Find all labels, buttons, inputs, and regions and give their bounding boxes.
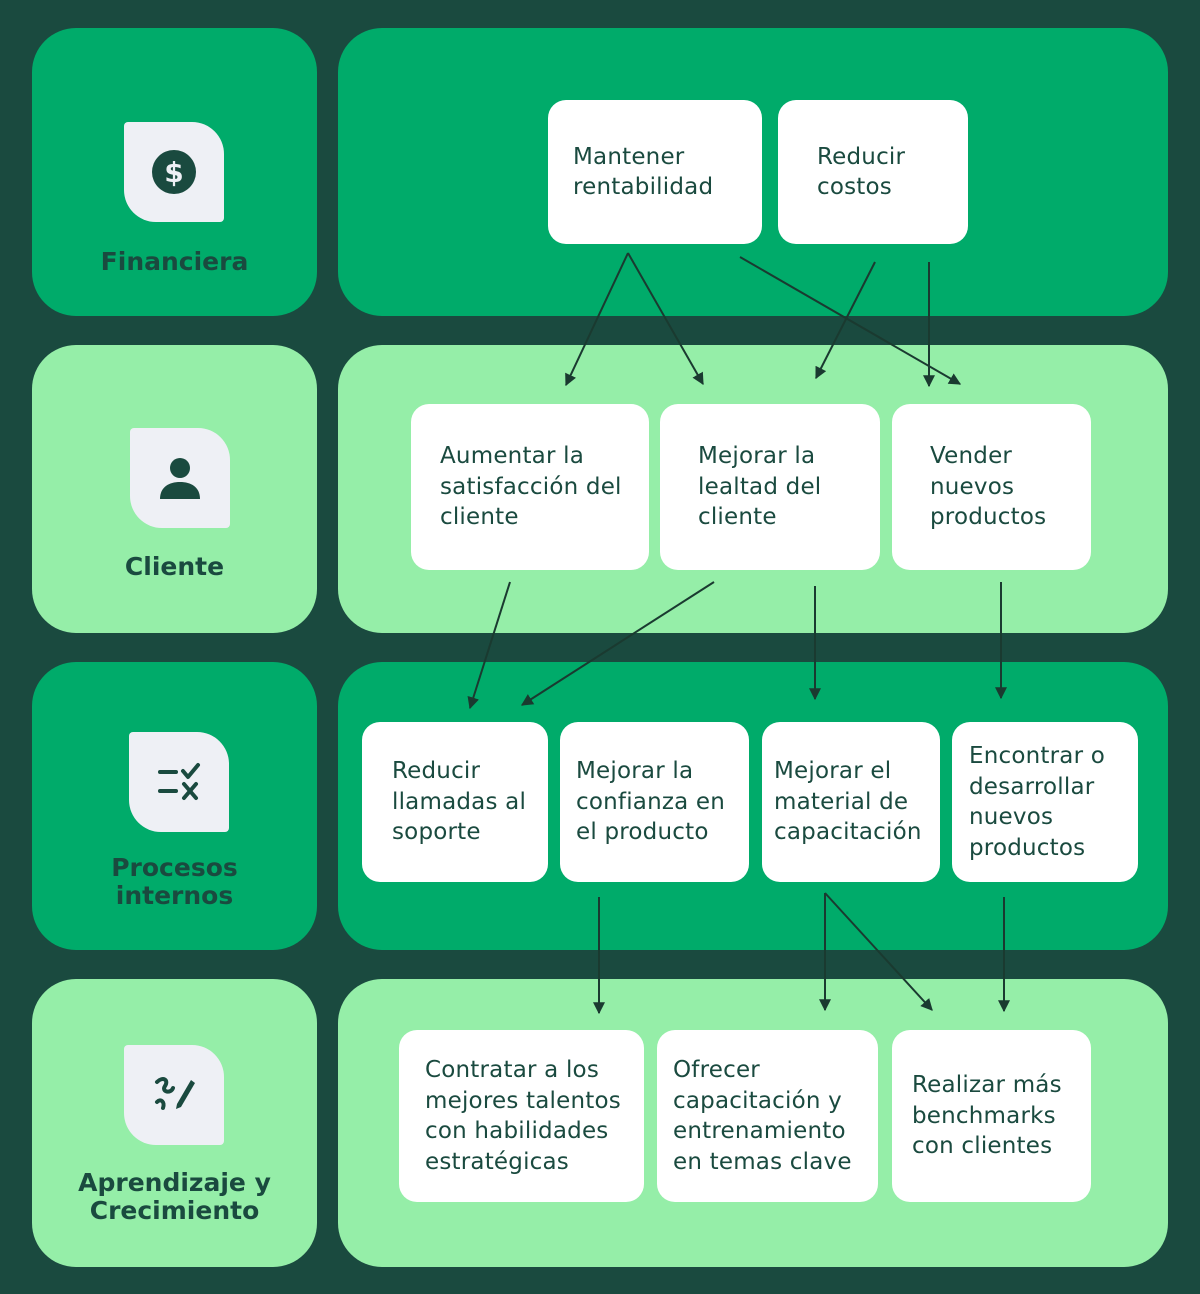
node-aumentar-satisfaccion: Aumentar la satisfacción del cliente [411,404,649,570]
arrow-rentabilidad-satisfaccion [565,252,629,387]
arrow-material-benchmarks [824,892,933,1011]
perspective-panel-aprendizaje: Aprendizaje y Crecimiento [32,979,317,1267]
perspective-label: Aprendizaje y Crecimiento [78,1168,271,1225]
check-x-list-icon [129,732,229,832]
svg-text:$: $ [164,156,183,189]
perspective-label: Procesos internos [111,853,238,910]
dollar-coin-icon: $ [124,122,224,222]
node-reducir-costos: Reducir costos [778,100,968,244]
node-encontrar-desarrollar: Encontrar o desarrollar nuevos productos [952,722,1138,882]
arrow-lealtad-llamadas [520,581,715,706]
node-contratar-talentos: Contratar a los mejores talentos con hab… [399,1030,644,1202]
arrow-rentabilidad-vender [739,256,962,385]
node-realizar-benchmarks: Realizar más benchmarks con clientes [892,1030,1091,1202]
arrow-rentabilidad-lealtad [627,252,704,386]
node-mantener-rentabilidad: Mantener rentabilidad [548,100,762,244]
node-reducir-llamadas: Reducir llamadas al soporte [362,722,548,882]
pencil-scribble-icon [124,1045,224,1145]
perspective-label: Cliente [124,552,225,581]
perspective-panel-procesos: Procesos internos [32,662,317,950]
perspective-label: Financiera [100,247,249,276]
node-mejorar-confianza: Mejorar la confianza en el producto [560,722,749,882]
perspective-panel-cliente: Cliente [32,345,317,633]
node-mejorar-lealtad: Mejorar la lealtad del cliente [660,404,880,570]
arrow-costos-lealtad [815,261,876,380]
arrow-satisfaccion-llamadas [467,581,511,710]
perspective-panel-financiera: $ Financiera [32,28,317,316]
node-vender-nuevos-productos: Vender nuevos productos [892,404,1091,570]
node-mejorar-material: Mejorar el material de capacitación [762,722,940,882]
user-icon [130,428,230,528]
node-ofrecer-capacitacion: Ofrecer capacitación y entrenamiento en … [657,1030,878,1202]
